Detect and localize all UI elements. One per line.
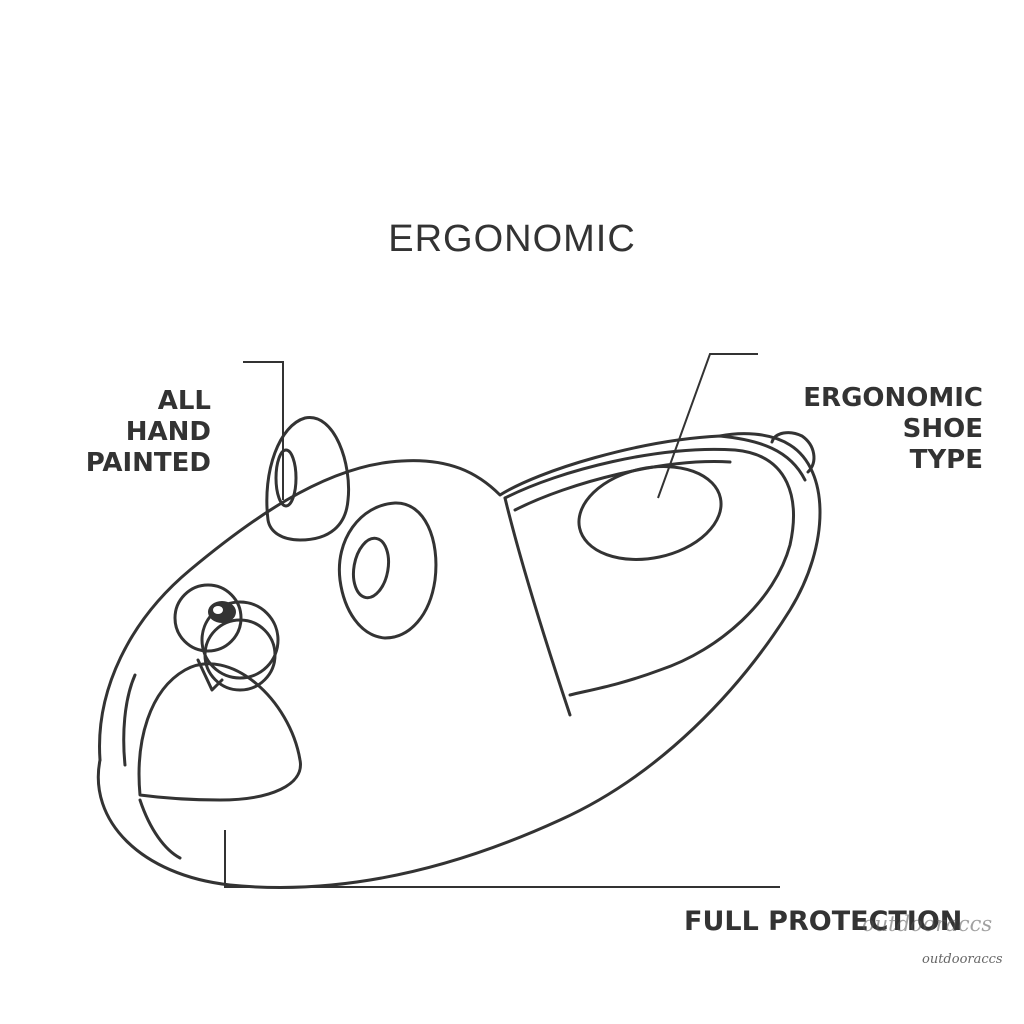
leader-line-hand-painted [243, 361, 284, 500]
slipper-heel-pad [577, 465, 723, 561]
eye-outline [173, 583, 243, 653]
slipper-opening-rim [503, 447, 795, 697]
callout-hand-painted-line-2: HAND [125, 417, 211, 447]
tooth [196, 658, 224, 692]
slipper-front-lip [122, 673, 137, 767]
callout-hand-painted-line-3: PAINTED [85, 448, 211, 478]
slipper-sole-outline [96, 432, 822, 889]
ear-left-inner [274, 448, 298, 508]
watermark-small: outdooraccs [922, 952, 1003, 967]
slipper-strap-edge [503, 496, 572, 717]
diagram-title: ERGONOMIC [388, 218, 636, 260]
callout-shoe-type-line-1: ERGONOMIC [803, 383, 983, 413]
slipper-heel-nub [770, 431, 816, 474]
eye-nose-bridge [200, 600, 280, 680]
eye-highlight [213, 606, 223, 614]
callout-shoe-type: ERGONOMIC SHOE TYPE [803, 383, 983, 476]
callout-full-protection: FULL PROTECTION [684, 906, 963, 937]
leader-line-protection [224, 830, 780, 888]
ear-right-inner [351, 536, 391, 600]
slipper-upper-outline [98, 434, 807, 762]
callout-hand-painted-line-1: ALL [157, 386, 211, 416]
callout-shoe-type-line-3: TYPE [909, 445, 983, 475]
nose-outline [203, 618, 277, 692]
leader-line-shoe-type [657, 353, 758, 499]
ear-left [265, 416, 351, 542]
callout-hand-painted: ALL HAND PAINTED [86, 386, 211, 479]
slipper-opening-rim-inner [513, 460, 732, 512]
ear-right [337, 501, 438, 640]
slipper-mouth-outline [137, 662, 302, 802]
watermark-large: outdooraccs [862, 912, 993, 936]
slipper-chin-line [138, 798, 182, 860]
callout-shoe-type-line-2: SHOE [902, 414, 983, 444]
